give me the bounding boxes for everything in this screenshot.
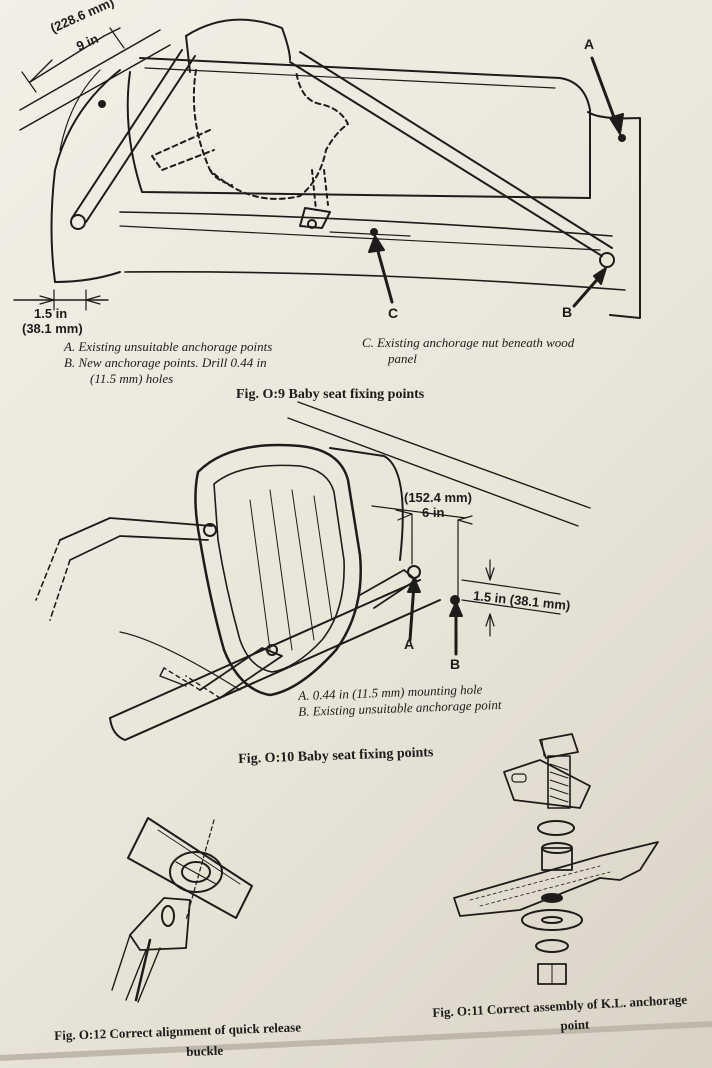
fig10-dim-mm: (152.4 mm) [404, 490, 472, 505]
fig11-illustration [453, 733, 659, 985]
fig10-dim-in: 6 in [422, 505, 445, 520]
fig9-marker-a: A [584, 36, 595, 52]
fig9-caption: Fig. O:9 Baby seat fixing points [236, 387, 425, 402]
fig9-illustration [13, 18, 641, 319]
fig9-dim-left-mm: (38.1 mm) [22, 321, 83, 336]
fig10-marker-b: B [450, 656, 461, 672]
fig9-legend-a: A. Existing unsuitable anchorage points [64, 339, 273, 354]
fig9-marker-c: C [388, 305, 399, 321]
fig9-legend-b1: B. New anchorage points. Drill 0.44 in [64, 355, 267, 370]
fig12-caption-line2: buckle [186, 1042, 224, 1059]
fig11-caption-line2: point [560, 1016, 590, 1033]
fig12-illustration [111, 817, 253, 1003]
fig9-marker-b: B [562, 304, 573, 320]
fig10-marker-a: A [404, 636, 415, 652]
fig10-illustration [35, 401, 591, 741]
fig9-dim-left-in: 1.5 in [34, 306, 68, 321]
fig9-legend-c1: C. Existing anchorage nut beneath wood [362, 335, 575, 350]
fig9-legend-c2: panel [388, 351, 417, 366]
fig9-legend-b2: (11.5 mm) holes [90, 371, 174, 386]
